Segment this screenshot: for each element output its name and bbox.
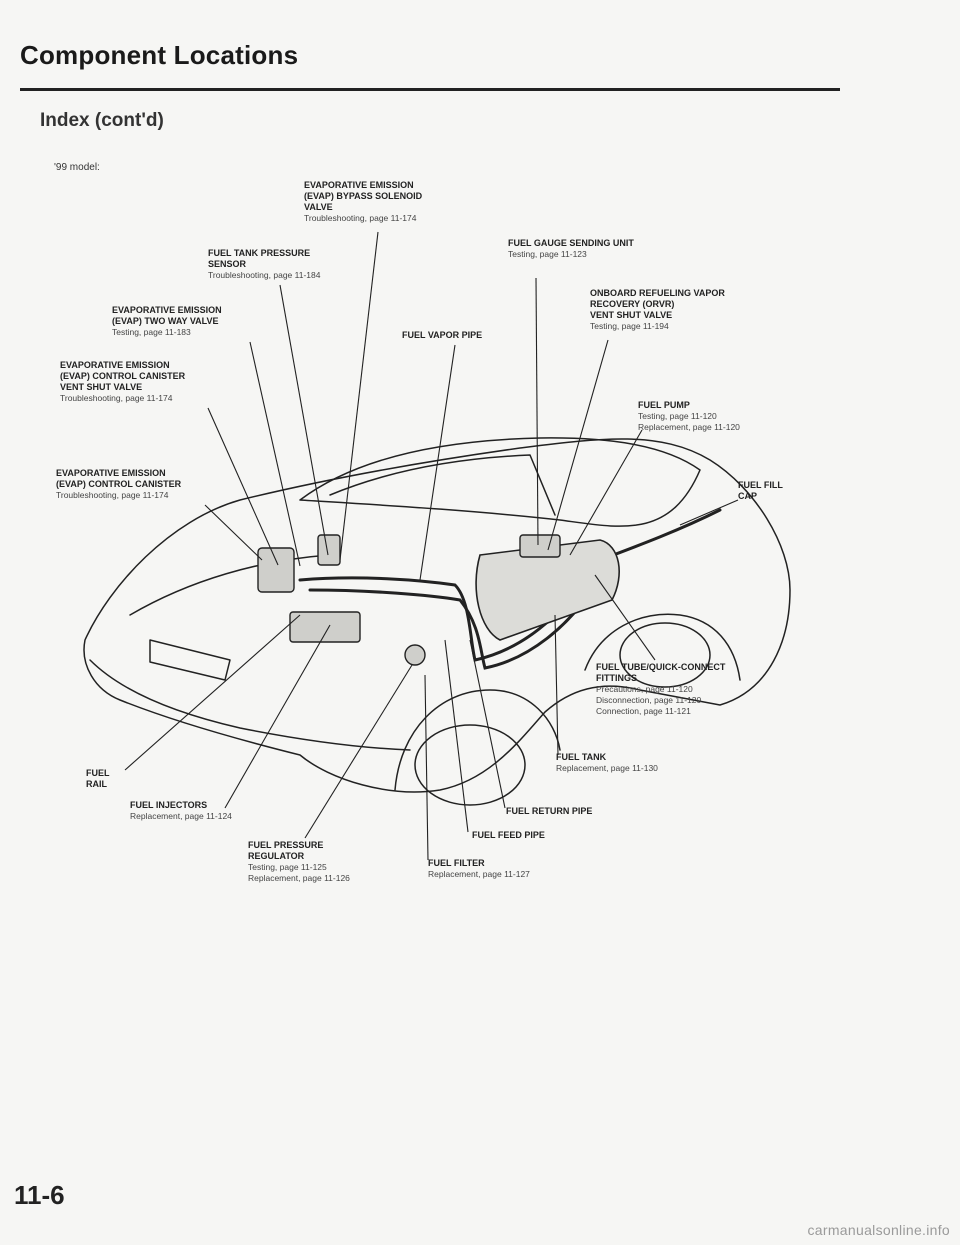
canister-shape <box>257 547 295 593</box>
callout-ref: Testing, page 11-125 <box>248 862 327 872</box>
callout-quick-connect: FUEL TUBE/QUICK-CONNECT FITTINGS Precaut… <box>596 662 725 717</box>
callout-name: FUEL FILTER <box>428 858 485 868</box>
callout-ref: Disconnection, page 11-120 <box>596 695 702 705</box>
callout-ref: Testing, page 11-194 <box>590 321 669 331</box>
page-title: Component Locations <box>20 40 299 70</box>
callout-gauge-sending-unit: FUEL GAUGE SENDING UNIT Testing, page 11… <box>508 238 634 260</box>
regulator-shape <box>404 644 426 666</box>
watermark: carmanualsonline.info <box>807 1222 950 1238</box>
headlight <box>149 639 231 681</box>
callout-pressure-regulator: FUEL PRESSURE REGULATOR Testing, page 11… <box>248 840 350 884</box>
fuel-tank-shape <box>475 539 620 641</box>
page-number: 11-6 <box>14 1180 65 1210</box>
callout-name: FUEL FEED PIPE <box>472 830 545 840</box>
callout-bypass-solenoid: EVAPORATIVE EMISSION (EVAP) BYPASS SOLEN… <box>304 180 422 224</box>
callout-name: FUEL RETURN PIPE <box>506 806 593 816</box>
callout-fuel-injectors: FUEL INJECTORS Replacement, page 11-124 <box>130 800 232 822</box>
callout-name: FUEL PUMP <box>638 400 690 410</box>
callout-ref: Testing, page 11-123 <box>508 249 587 259</box>
callout-ref: Testing, page 11-183 <box>112 327 191 337</box>
model-note: '99 model: <box>54 162 100 173</box>
callout-orvr-valve: ONBOARD REFUELING VAPOR RECOVERY (ORVR) … <box>590 288 725 332</box>
callout-two-way-valve: EVAPORATIVE EMISSION (EVAP) TWO WAY VALV… <box>112 305 222 338</box>
callout-control-canister: EVAPORATIVE EMISSION (EVAP) CONTROL CANI… <box>56 468 181 501</box>
car-body-outline <box>83 438 791 793</box>
callout-feed-pipe: FUEL FEED PIPE <box>472 830 545 841</box>
callout-fuel-pump: FUEL PUMP Testing, page 11-120 Replaceme… <box>638 400 740 433</box>
windshield-outline <box>329 454 556 516</box>
callout-ref: Connection, page 11-121 <box>596 706 691 716</box>
callout-name: EVAPORATIVE EMISSION (EVAP) CONTROL CANI… <box>56 468 182 489</box>
bypass-valve-shape <box>317 534 341 566</box>
callout-name: EVAPORATIVE EMISSION (EVAP) BYPASS SOLEN… <box>304 180 423 212</box>
callout-ref: Troubleshooting, page 11-184 <box>208 270 321 280</box>
callout-name: FUEL GAUGE SENDING UNIT <box>508 238 634 248</box>
callout-name: FUEL INJECTORS <box>130 800 208 810</box>
hood-line <box>129 554 331 616</box>
callout-name: FUEL TANK <box>556 752 607 762</box>
callout-name: FUEL PRESSURE REGULATOR <box>248 840 324 861</box>
callout-name: FUEL FILL CAP <box>738 480 783 501</box>
front-wheel <box>414 724 526 806</box>
callout-name: FUEL TUBE/QUICK-CONNECT FITTINGS <box>596 662 726 683</box>
callout-fuel-rail: FUEL RAIL <box>86 768 110 790</box>
callout-ref: Troubleshooting, page 11-174 <box>304 213 417 223</box>
callout-name: FUEL VAPOR PIPE <box>402 330 483 340</box>
callout-ref: Troubleshooting, page 11-174 <box>60 393 173 403</box>
fuel-return-line <box>308 568 607 670</box>
callout-name: ONBOARD REFUELING VAPOR RECOVERY (ORVR) … <box>590 288 725 320</box>
callout-fuel-vapor-pipe: FUEL VAPOR PIPE <box>402 330 482 341</box>
callout-ref: Testing, page 11-120 <box>638 411 717 421</box>
callout-fuel-tank: FUEL TANK Replacement, page 11-130 <box>556 752 658 774</box>
callout-name: EVAPORATIVE EMISSION (EVAP) CONTROL CANI… <box>60 360 186 392</box>
callout-return-pipe: FUEL RETURN PIPE <box>506 806 592 817</box>
callout-name: FUEL TANK PRESSURE SENSOR <box>208 248 311 269</box>
car-cabin-outline <box>299 437 701 527</box>
callout-fuel-fill-cap: FUEL FILL CAP <box>738 480 783 502</box>
pump-unit-shape <box>519 534 561 558</box>
callout-tank-pressure-sensor: FUEL TANK PRESSURE SENSOR Troubleshootin… <box>208 248 320 281</box>
title-rule <box>20 88 840 91</box>
callout-name: FUEL RAIL <box>86 768 110 789</box>
callout-name: EVAPORATIVE EMISSION (EVAP) TWO WAY VALV… <box>112 305 222 326</box>
callout-ref: Replacement, page 11-130 <box>556 763 658 773</box>
callout-ref: Replacement, page 11-124 <box>130 811 232 821</box>
callout-ref: Replacement, page 11-120 <box>638 422 740 432</box>
callout-ref: Precautions, page 11-120 <box>596 684 693 694</box>
fuel-feed-line <box>298 508 722 662</box>
callout-ref: Troubleshooting, page 11-174 <box>56 490 169 500</box>
injector-block <box>289 611 361 643</box>
callout-ref: Replacement, page 11-126 <box>248 873 350 883</box>
callout-canister-vent-valve: EVAPORATIVE EMISSION (EVAP) CONTROL CANI… <box>60 360 185 404</box>
front-bumper <box>89 659 411 751</box>
rear-wheel <box>619 622 711 688</box>
callout-fuel-filter: FUEL FILTER Replacement, page 11-127 <box>428 858 530 880</box>
section-title: Index (cont'd) <box>40 110 164 131</box>
callout-ref: Replacement, page 11-127 <box>428 869 530 879</box>
front-wheel-arch <box>394 689 561 791</box>
rear-wheel-arch <box>584 613 741 681</box>
